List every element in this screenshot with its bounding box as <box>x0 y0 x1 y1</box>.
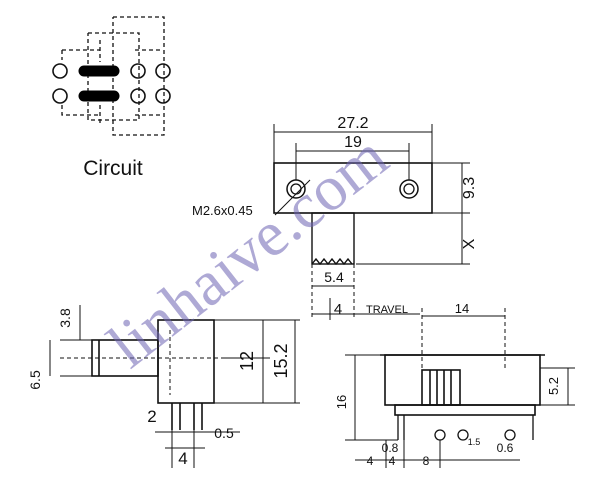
circuit-label: Circuit <box>83 157 143 180</box>
dim-slot-width: 14 <box>455 301 469 316</box>
contact-2 <box>52 88 68 104</box>
contact-1 <box>52 63 68 79</box>
dim-front-left: 4 <box>367 454 374 468</box>
dim-front-pin-5: 0.6 <box>497 441 514 455</box>
dim-overall-width: 27.2 <box>337 115 368 132</box>
dim-lever-thickness: 3.8 <box>57 308 73 328</box>
dim-pin-pitch: 4 <box>178 449 187 468</box>
dim-front-pin-2: 4 <box>389 454 396 468</box>
circuit-diagram: Circuit <box>52 16 171 180</box>
dim-front-height: 16 <box>334 395 349 409</box>
dim-height: 9.3 <box>461 177 478 199</box>
side-view: 3.8 6.5 12 15.2 2 0.5 4 <box>27 305 300 468</box>
dim-pin-offset: 2 <box>147 407 156 426</box>
dim-front-pin-1: 0.8 <box>382 441 399 455</box>
dim-body-height: 12 <box>237 351 257 371</box>
dim-pin-thickness: 0.5 <box>214 425 234 441</box>
dim-hole-spacing: 19 <box>344 134 362 151</box>
contact-4 <box>130 88 146 104</box>
top-view: 27.2 19 9.3 X M2.6x0.45 5.4 4 TRAVEL <box>192 115 478 320</box>
dim-front-pin-3: 8 <box>423 454 430 468</box>
dim-front-lever: 5.2 <box>546 377 561 395</box>
contact-3 <box>130 63 146 79</box>
dim-lever-height: 6.5 <box>27 370 43 390</box>
dim-travel: 4 <box>334 301 342 318</box>
front-view: 14 16 5.2 4 0.8 4 8 1.5 0.6 <box>334 301 575 468</box>
screw-thread-label: M2.6x0.45 <box>192 203 253 218</box>
contact-5 <box>155 63 171 79</box>
travel-label: TRAVEL <box>366 304 408 316</box>
dim-lever-offset: X <box>461 238 478 249</box>
dim-front-pin-4: 1.5 <box>468 437 481 447</box>
dim-lever-width: 5.4 <box>324 269 344 285</box>
dim-total-height: 15.2 <box>271 343 291 378</box>
contact-6 <box>155 88 171 104</box>
